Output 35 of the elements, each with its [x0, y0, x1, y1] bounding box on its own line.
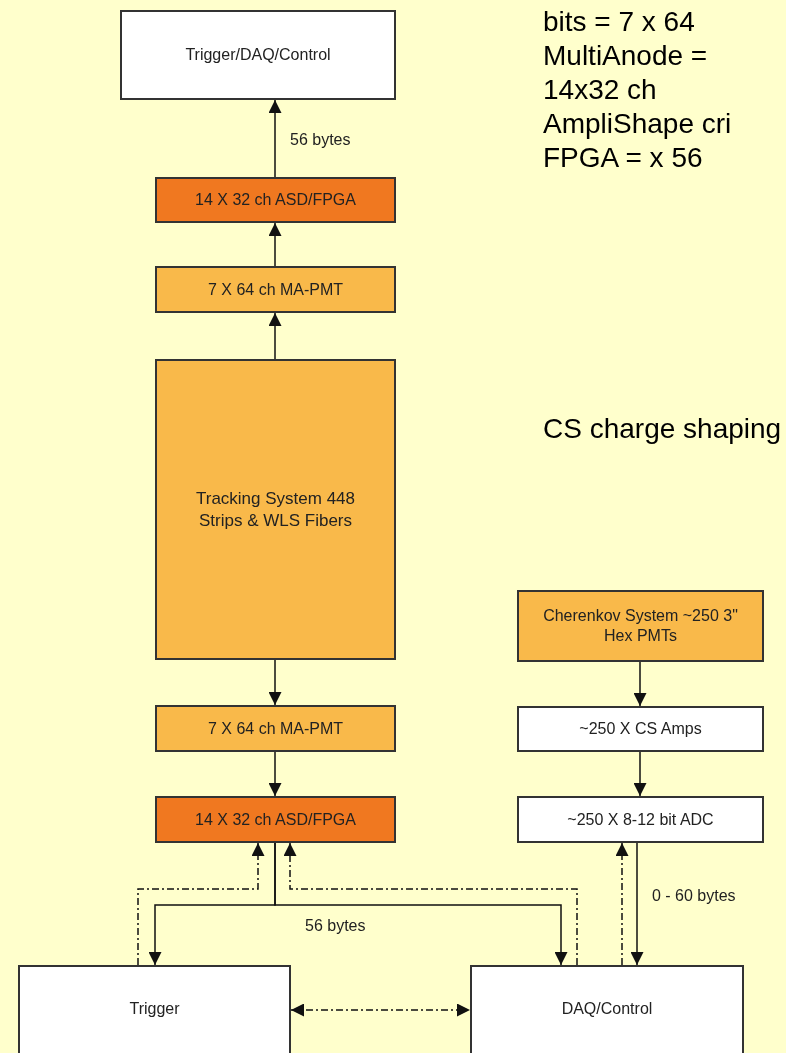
- node-label: Trigger: [129, 999, 180, 1019]
- arrow: [615, 842, 629, 966]
- node-label: Cherenkov System ~250 3" Hex PMTs: [542, 606, 739, 646]
- process-box: [155, 796, 396, 843]
- arrow: [268, 312, 282, 360]
- process-box: [517, 590, 764, 662]
- system-box: [120, 10, 396, 100]
- node-label: ~250 X CS Amps: [579, 719, 702, 739]
- arrow: [268, 99, 282, 178]
- arrow: [290, 1003, 471, 1017]
- arrow: [630, 842, 644, 966]
- node-label: 14 X 32 ch ASD/FPGA: [195, 809, 356, 830]
- arrow: [137, 842, 265, 966]
- arrow: [268, 659, 282, 706]
- arrow: [633, 661, 647, 707]
- process-box: [517, 706, 764, 752]
- node-label: ~250 X 8-12 bit ADC: [567, 809, 714, 830]
- process-box: [517, 796, 764, 843]
- node-label: 7 X 64 ch MA-PMT: [207, 279, 344, 300]
- system-box: [470, 965, 744, 1053]
- process-box: [155, 266, 396, 313]
- node-label: DAQ/Control: [561, 999, 653, 1019]
- system-box: [18, 965, 291, 1053]
- arrow: [633, 751, 647, 797]
- node-label: 14 X 32 ch ASD/FPGA: [195, 190, 356, 210]
- node-label: Trigger/DAQ/Control: [185, 45, 331, 65]
- arrow: [268, 751, 282, 797]
- arrow: [268, 222, 282, 267]
- process-box: [155, 705, 396, 752]
- note-text: bits = 7 x 64 MultiAnode = 14x32 ch AmpliShape cri FPGA = x 56: [543, 5, 733, 175]
- process-box: [155, 177, 396, 223]
- node-label: Tracking System 448 Strips & WLS Fibers: [194, 488, 356, 531]
- process-box: [155, 359, 396, 660]
- node-label: 7 X 64 ch MA-PMT: [207, 718, 344, 739]
- note-text: CS charge shaping: [543, 412, 783, 446]
